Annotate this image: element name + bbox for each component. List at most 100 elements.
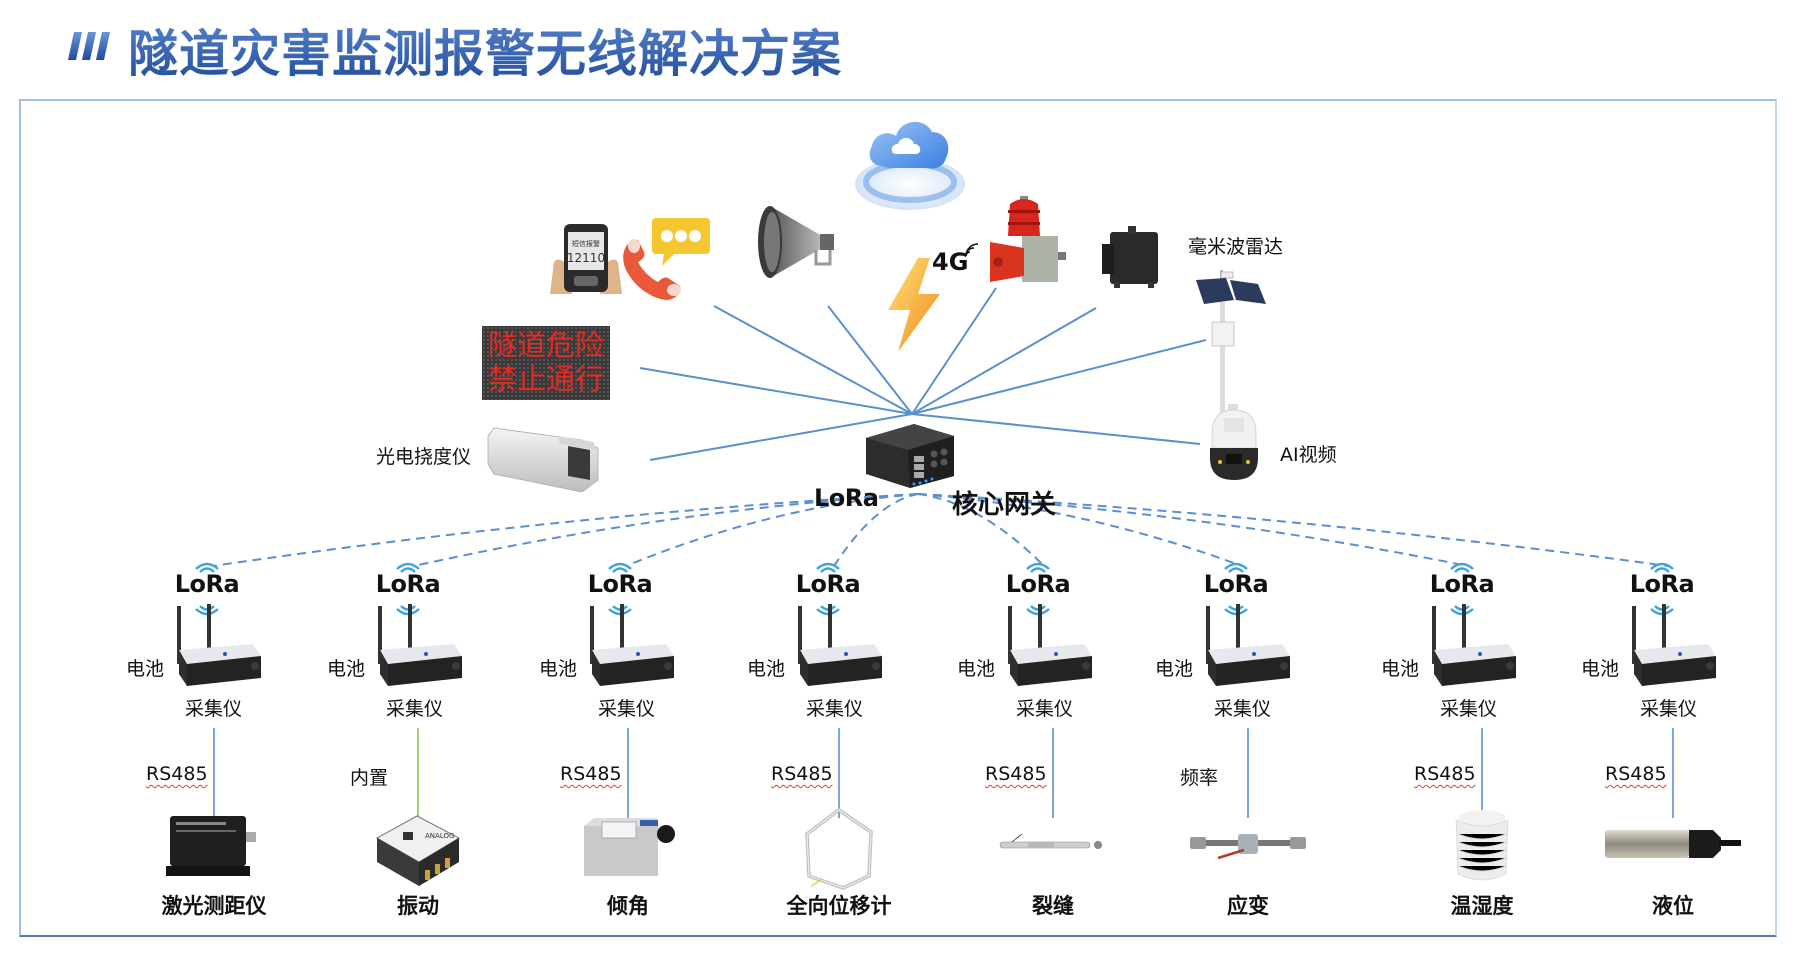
sensor-label: 全向位移计 [786, 894, 892, 918]
battery-label: 电池 [539, 658, 578, 680]
collector-device-icon [798, 604, 882, 686]
solid-link [911, 287, 997, 415]
inclinometer-icon [578, 812, 678, 882]
collector-label: 采集仪 [806, 698, 864, 720]
link-type-label: RS485 [560, 763, 622, 785]
collector-device-icon [590, 604, 674, 686]
radar-icon [1102, 226, 1158, 288]
link-type-label: RS485 [1605, 763, 1667, 785]
sensor-label: 激光测距仪 [161, 894, 267, 918]
led-line-2: 禁止通行 [487, 362, 604, 396]
solid-link [713, 305, 913, 415]
chat-bubble-icon [652, 218, 710, 266]
collector-label: 采集仪 [386, 698, 444, 720]
sensor-label: 振动 [397, 894, 439, 918]
link-type-label: RS485 [1414, 763, 1476, 785]
page-title: 隧道灾害监测报警无线解决方案 [128, 14, 842, 86]
collector-device-icon [1206, 604, 1290, 686]
node-lora-label: LoRa [1005, 570, 1071, 598]
collector-label: 采集仪 [185, 698, 243, 720]
battery-label: 电池 [1155, 658, 1194, 680]
sensor-label: 液位 [1652, 894, 1694, 918]
collector-label: 采集仪 [1214, 698, 1272, 720]
core-gateway-icon [866, 424, 954, 488]
battery-label: 电池 [327, 658, 366, 680]
solid-link [911, 307, 1097, 415]
link-type-label: RS485 [985, 763, 1047, 785]
collector-label: 采集仪 [598, 698, 656, 720]
vibration-chip-icon: ANALOG [373, 812, 463, 892]
cloud-platform-icon [855, 121, 965, 210]
node-lora-label: LoRa [1629, 570, 1695, 598]
lora-link [413, 493, 919, 567]
collector-label: 采集仪 [1640, 698, 1698, 720]
battery-label: 电池 [1381, 658, 1420, 680]
sensor-label: 温湿度 [1450, 894, 1514, 918]
collector-label: 采集仪 [1016, 698, 1074, 720]
sensor-label: 裂缝 [1032, 894, 1074, 918]
4g-label: 4G [932, 248, 969, 276]
signal-icon [965, 243, 979, 257]
lora-link [212, 493, 919, 567]
loudspeaker-icon [758, 206, 834, 278]
lora-link [917, 493, 1669, 567]
battery-label: 电池 [957, 658, 996, 680]
node-lora-label: LoRa [1429, 570, 1495, 598]
crack-meter-icon [998, 830, 1108, 860]
link-type-label: 频率 [1180, 767, 1219, 789]
collector-device-icon [177, 604, 261, 686]
alarm-light-icon [990, 196, 1066, 282]
sensor-label: 应变 [1227, 894, 1269, 918]
collector-device-icon [1432, 604, 1516, 686]
gateway-lora-label: LoRa [814, 484, 879, 512]
lora-link [625, 493, 919, 567]
collector-device-icon [378, 604, 462, 686]
led-line-1: 隧道危险 [487, 328, 604, 362]
temp-humidity-icon [1450, 808, 1514, 884]
battery-label: 电池 [126, 658, 165, 680]
liquid-level-icon [1603, 824, 1743, 864]
gateway-label: 核心网关 [952, 490, 1057, 520]
solid-link [911, 339, 1207, 415]
sms-phone-icon: 短信报警 12110 [550, 224, 622, 294]
dome-camera-icon [1210, 404, 1258, 480]
lora-link [833, 493, 919, 567]
solid-link [911, 413, 1201, 445]
sms-screen-text: 短信报警 [572, 239, 600, 248]
radar-label: 毫米波雷达 [1188, 236, 1284, 258]
sms-screen-number: 12110 [567, 251, 605, 265]
sensor-label: 倾角 [607, 894, 649, 918]
node-lora-label: LoRa [375, 570, 441, 598]
laser-rangefinder-icon [166, 810, 262, 880]
node-lora-label: LoRa [1203, 570, 1269, 598]
deflection-label: 光电挠度仪 [376, 446, 472, 468]
battery-label: 电池 [1581, 658, 1620, 680]
box-camera-icon [487, 427, 599, 492]
link-type-label: RS485 [146, 763, 208, 785]
led-sign-icon: 隧道危险 禁止通行 [482, 326, 610, 400]
solid-link [639, 367, 913, 415]
node-lora-label: LoRa [587, 570, 653, 598]
collector-label: 采集仪 [1440, 698, 1498, 720]
lora-link [917, 493, 1243, 567]
strain-gauge-icon [1188, 826, 1308, 866]
battery-label: 电池 [747, 658, 786, 680]
solid-link [827, 305, 913, 415]
node-lora-label: LoRa [174, 570, 240, 598]
solid-link [649, 413, 913, 461]
svg-text:ANALOG: ANALOG [425, 832, 454, 840]
displacement-ring-icon [799, 806, 879, 896]
ai-video-label: AI视频 [1280, 444, 1337, 466]
title-bars-icon [68, 32, 110, 60]
link-type-label: 内置 [350, 767, 389, 789]
collector-device-icon [1632, 604, 1716, 686]
lightning-icon [888, 258, 940, 352]
lora-link [917, 493, 1045, 567]
collector-device-icon [1008, 604, 1092, 686]
node-lora-label: LoRa [795, 570, 861, 598]
solar-pole-icon [1196, 270, 1266, 420]
telephone-icon [623, 239, 681, 300]
diagram-frame [19, 99, 1777, 937]
link-type-label: RS485 [771, 763, 833, 785]
